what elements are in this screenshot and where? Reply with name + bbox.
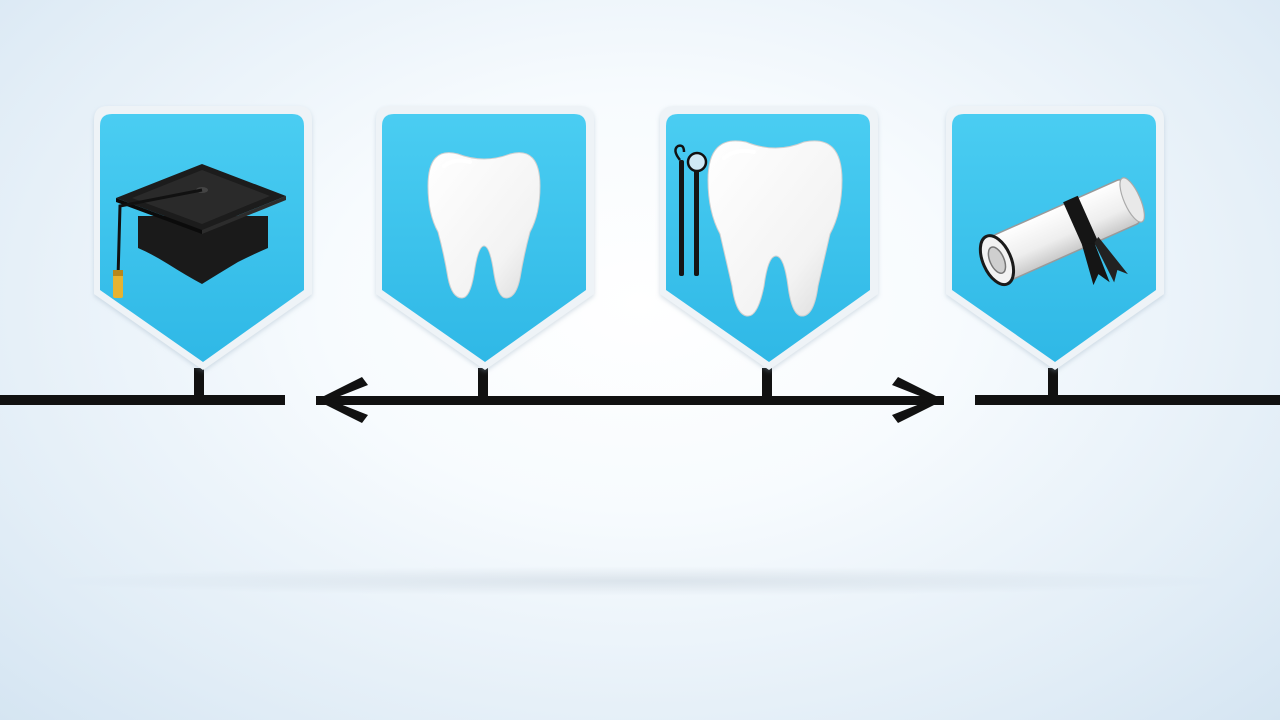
timeline-node-1 bbox=[94, 106, 312, 370]
right-arrow-icon bbox=[890, 377, 944, 423]
stem-3 bbox=[762, 368, 772, 398]
dental-probe-icon bbox=[674, 144, 686, 276]
stem-1 bbox=[194, 368, 204, 398]
tooth-icon bbox=[427, 152, 541, 299]
timeline-line bbox=[0, 368, 1280, 405]
dental-mirror-icon bbox=[686, 151, 708, 276]
left-arrow-icon bbox=[316, 377, 368, 423]
timeline-segment-left bbox=[0, 395, 285, 405]
timeline-segment-right bbox=[975, 395, 1280, 405]
timeline-node-2 bbox=[376, 106, 594, 370]
stem-4 bbox=[1048, 368, 1058, 398]
timeline-segment-middle bbox=[360, 396, 900, 405]
timeline-node-4 bbox=[946, 106, 1164, 370]
floor-shadow bbox=[40, 566, 1240, 596]
timeline-node-3 bbox=[660, 106, 878, 370]
graduation-cap-icon bbox=[113, 164, 286, 298]
tooth-with-dental-tools-icon bbox=[674, 140, 843, 317]
stem-2 bbox=[478, 368, 488, 398]
diploma-scroll-icon bbox=[978, 177, 1145, 287]
